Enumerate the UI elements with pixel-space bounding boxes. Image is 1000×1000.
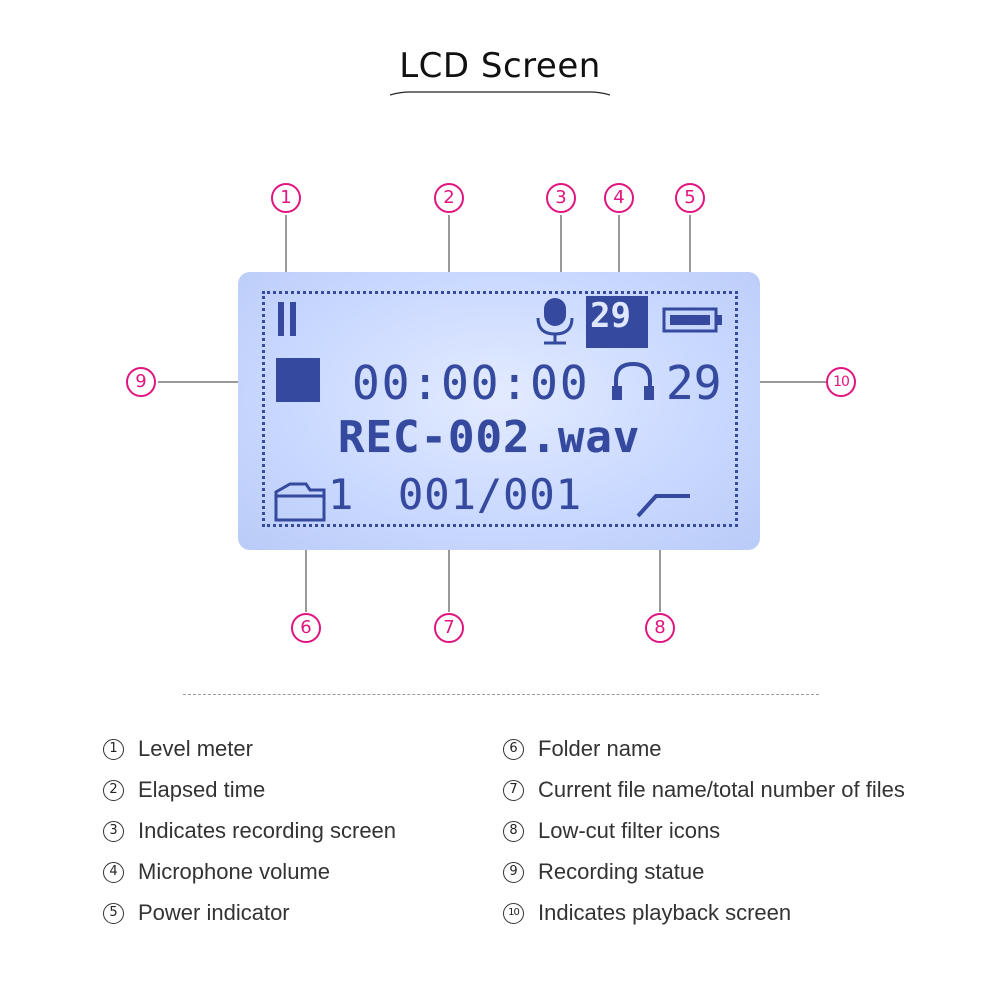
lcd-dotted-frame: [262, 291, 738, 527]
recording-status-icon: [276, 358, 320, 402]
legend-number: 2: [103, 780, 124, 801]
callout-6: 6: [291, 613, 321, 643]
legend-text: Current file name/total number of files: [538, 777, 905, 802]
file-name: REC-002.wav: [338, 412, 641, 463]
legend-number: 3: [103, 821, 124, 842]
title-underline: [390, 91, 610, 96]
callout-10: 10: [826, 367, 856, 397]
page-title: LCD Screen: [399, 46, 601, 86]
legend-text: Level meter: [138, 736, 253, 761]
file-count: 001/001: [398, 470, 583, 519]
level-meter-icon: [278, 302, 296, 336]
callout-3: 3: [546, 183, 576, 213]
microphone-icon: [536, 298, 574, 345]
legend-number: 10: [503, 903, 524, 924]
legend-number: 6: [503, 739, 524, 760]
lcd-screen: 29 00:00:00 29 REC-002.wav 1 001/001: [238, 272, 760, 550]
folder-icon: [274, 482, 326, 522]
legend-text: Indicates playback screen: [538, 900, 792, 925]
callout-4: 4: [604, 183, 634, 213]
legend-number: 8: [503, 821, 524, 842]
playback-number: 29: [666, 356, 722, 410]
elapsed-time: 00:00:00: [352, 356, 590, 410]
callout-7: 7: [434, 613, 464, 643]
headphone-icon: [612, 361, 654, 400]
legend-text: Indicates recording screen: [138, 818, 397, 843]
legend-number: 7: [503, 780, 524, 801]
folder-number: 1: [328, 470, 354, 519]
mic-volume-box: [586, 296, 648, 348]
title-block: LCD Screen: [390, 40, 610, 96]
battery-icon: [662, 307, 722, 333]
legend-number: 4: [103, 862, 124, 883]
legend-text: Elapsed time: [138, 777, 266, 802]
low-cut-filter-icon: [636, 494, 690, 518]
legend-number: 1: [103, 739, 124, 760]
mic-volume-value: 29: [590, 296, 631, 336]
callout-2: 2: [434, 183, 464, 213]
callout-8: 8: [645, 613, 675, 643]
legend-text: Folder name: [538, 736, 662, 761]
legend-text: Power indicator: [138, 900, 290, 925]
section-divider: [183, 694, 819, 695]
callout-5: 5: [675, 183, 705, 213]
legend-text: Low-cut filter icons: [538, 818, 721, 843]
legend-text: Microphone volume: [138, 859, 330, 884]
callout-9: 9: [126, 367, 156, 397]
legend-text: Recording statue: [538, 859, 705, 884]
legend-number: 5: [103, 903, 124, 924]
callout-1: 1: [271, 183, 301, 213]
legend-number: 9: [503, 862, 524, 883]
